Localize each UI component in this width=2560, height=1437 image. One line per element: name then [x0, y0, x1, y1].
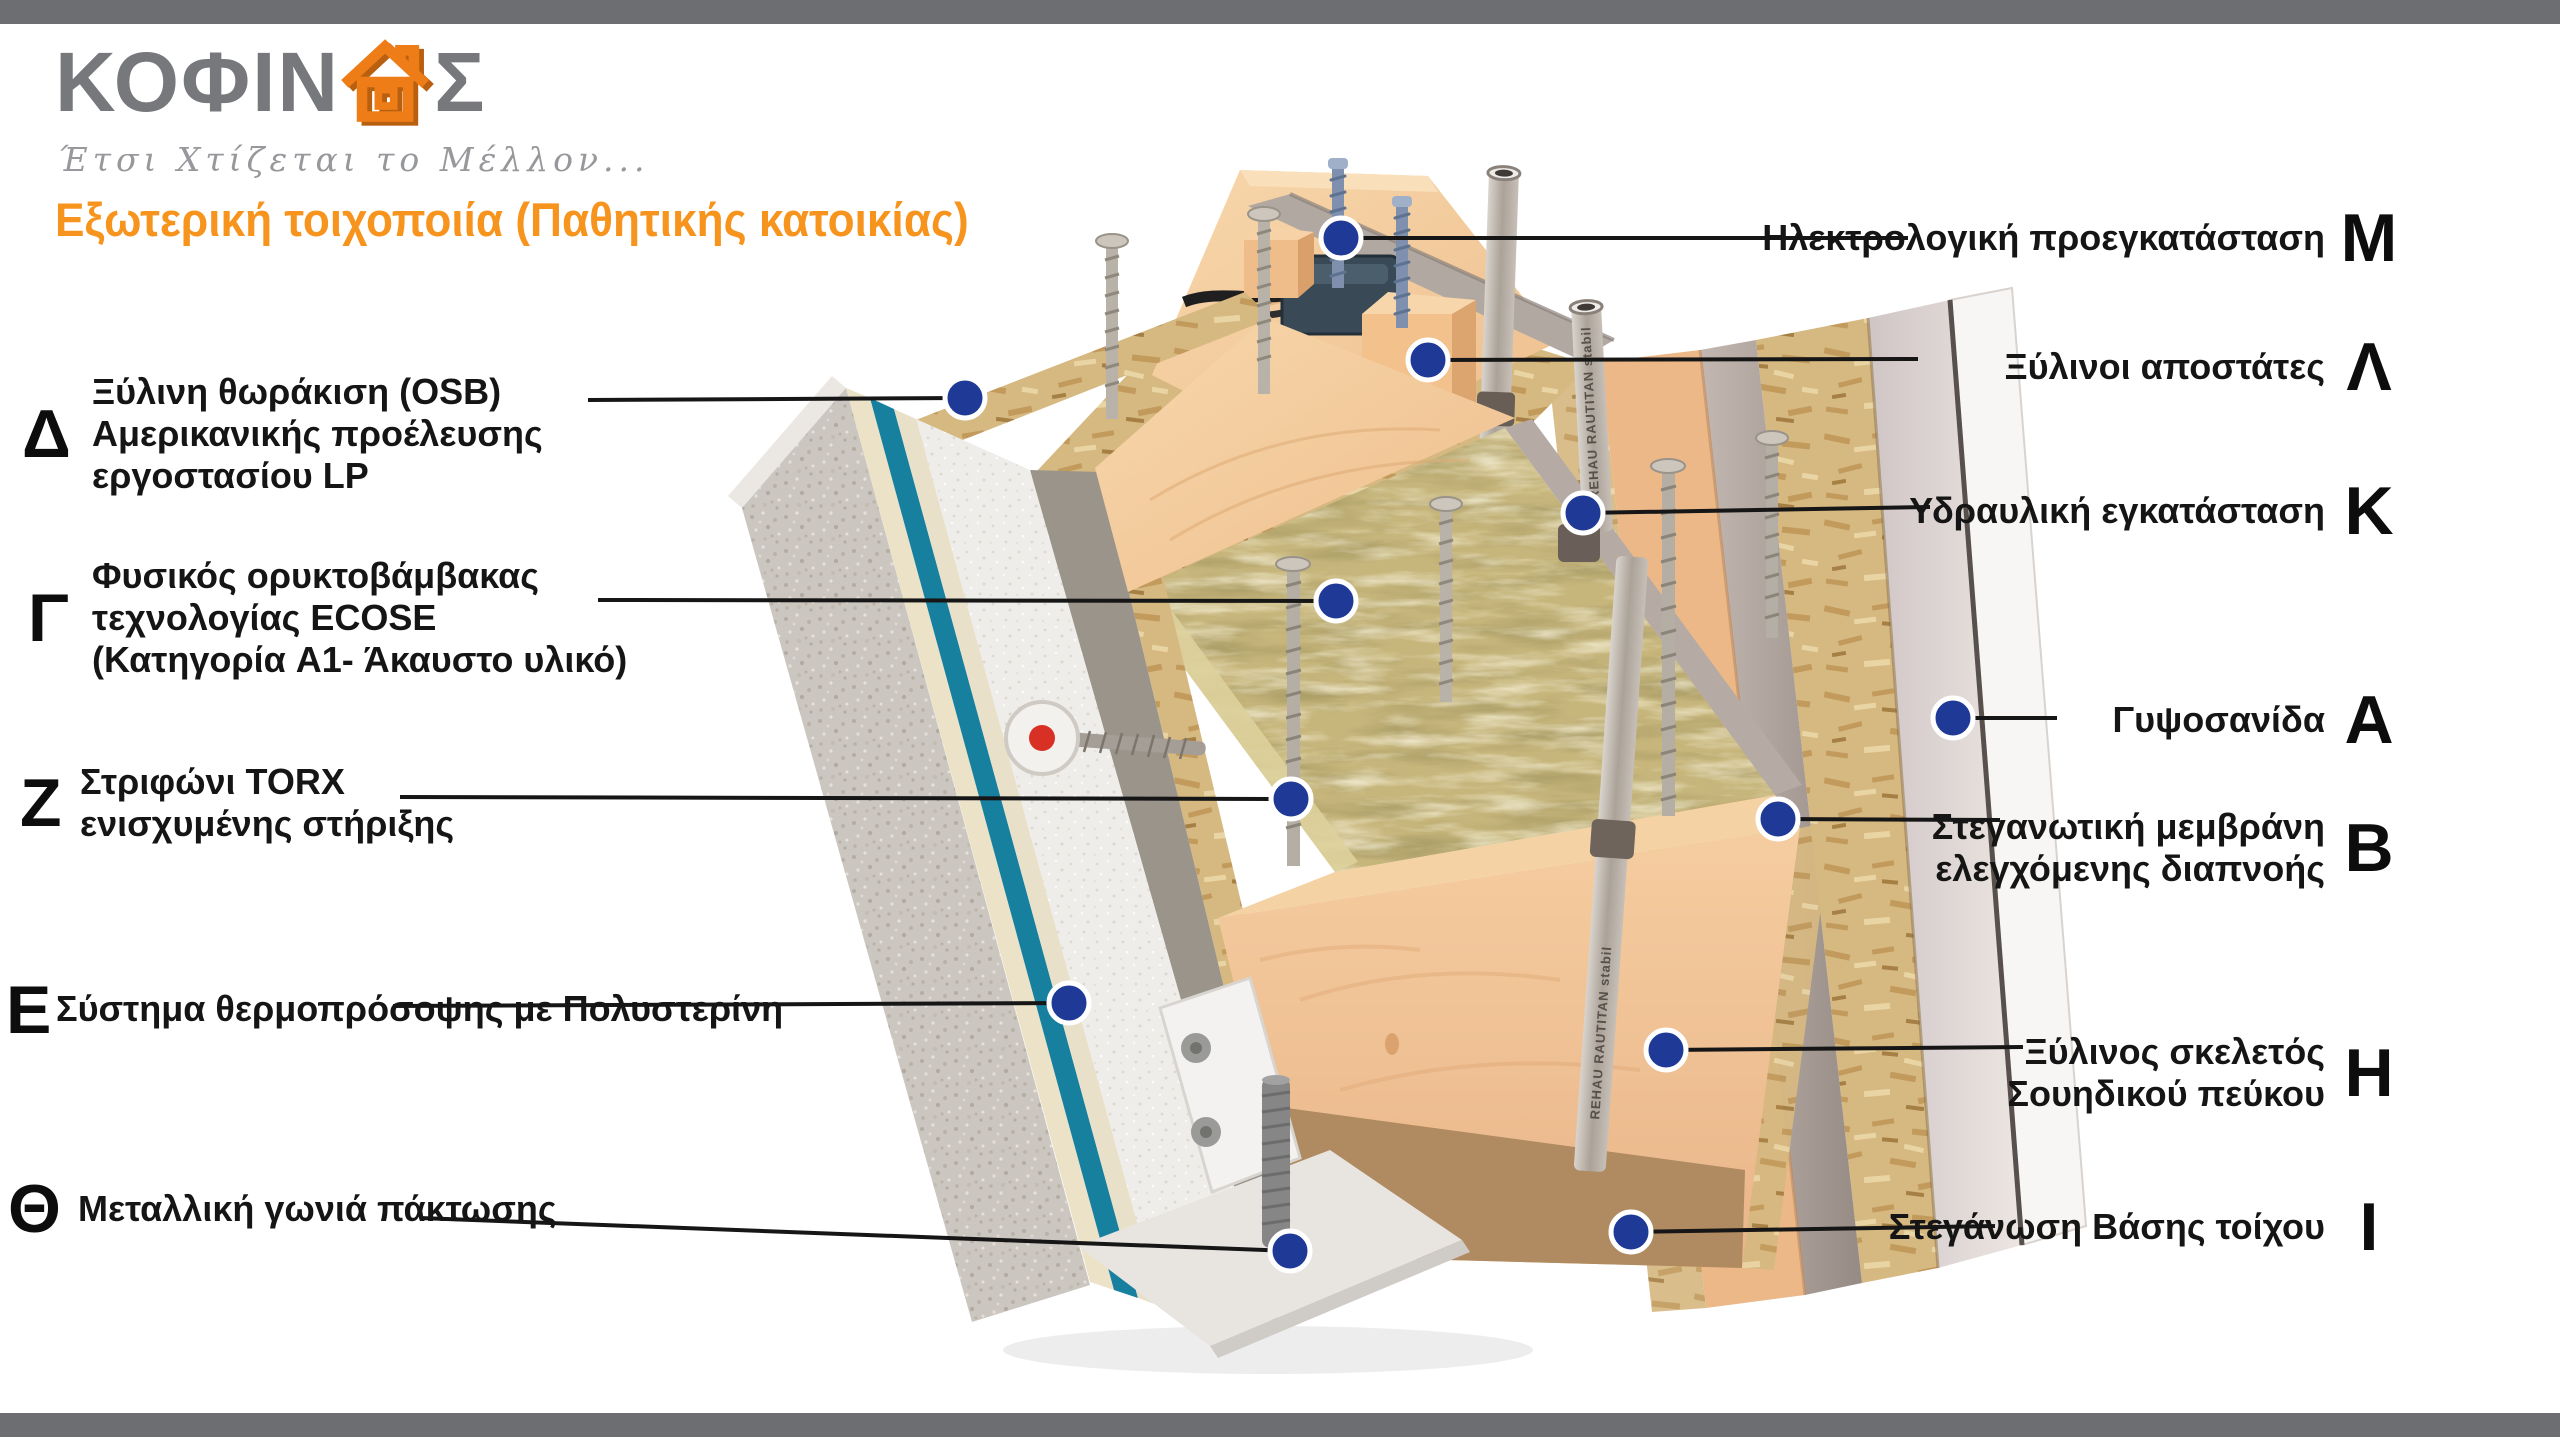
logo-tagline: Έτσι Χτίζεται το Μέλλον... [58, 140, 650, 179]
kofinas-logo: ΚΟΦΙΝ Σ [55, 34, 487, 129]
label-letter-beta: B [2344, 810, 2394, 886]
label-gypsum: Γυψοσανίδα [2112, 699, 2325, 740]
pine-plank-top [1095, 318, 1515, 592]
eps-anchor-disc [1004, 700, 1206, 776]
top-bar [0, 0, 2560, 24]
cream-layer-inner [894, 409, 1160, 1306]
label-letter-kappa: K [2344, 473, 2394, 549]
torx-screws [1095, 206, 1789, 866]
marker-dot [1313, 578, 1359, 624]
marker-dot [1318, 215, 1364, 261]
osb-side-sliver [1742, 822, 1832, 1270]
label-letter-alpha: A [2344, 682, 2394, 758]
marker-dots [942, 215, 1976, 1274]
marker-dot [1046, 980, 1092, 1026]
logo-text-right: Σ [434, 35, 487, 129]
osb-back-strip [1756, 318, 1938, 1283]
leader-lines [392, 236, 2057, 1253]
anchor-rod [1261, 1075, 1291, 1248]
screw [1429, 496, 1463, 702]
page-title: Εξωτερική τοιχοποιία (Παθητικής κατοικία… [55, 193, 969, 246]
label-thermo-facade: Σύστημα θερμοπρόσοψης με Πολυστερίνη [56, 988, 784, 1029]
label-letter-eta: H [2344, 1035, 2394, 1111]
label-letter-gamma: Γ [28, 580, 69, 656]
plumbing-pipe-front: REHAU RAUTITAN stabil REHAU RAUTITAN sta… [1558, 299, 1649, 1172]
marker-dot [1608, 1209, 1654, 1255]
stucco-face [742, 388, 1090, 1322]
stud-plank-top-edge [1218, 795, 1800, 918]
marker-dot [1643, 1027, 1689, 1073]
screw [1095, 233, 1129, 419]
label-letter-mu: M [2340, 200, 2398, 276]
screw [1650, 458, 1686, 816]
label-letter-iota: I [2359, 1189, 2379, 1265]
house-icon [341, 39, 434, 126]
label-plumbing: Υδραυλική εγκατάσταση [1909, 490, 2325, 531]
stucco-top-face [728, 376, 846, 508]
marker-dot [1930, 695, 1976, 741]
label-electrical: Ηλεκτρολογική προεγκατάσταση [1762, 217, 2325, 258]
marker-dot [1268, 776, 1314, 822]
gypsum-board [1868, 300, 2022, 1268]
bottom-bar [0, 1413, 2560, 1437]
label-metal-angle: Μεταλλική γωνιά πάκτωσης [78, 1188, 557, 1229]
thermo-facade-slab [728, 376, 1275, 1330]
logo-text-left: ΚΟΦΙΝ [55, 35, 341, 129]
teal-layer [870, 398, 1138, 1298]
label-base-waterproofing: Στεγάνωση Βάσης τοίχου [1888, 1206, 2325, 1247]
screw [1247, 206, 1281, 394]
label-letter-epsilon: E [6, 972, 52, 1048]
label-letter-theta: Θ [8, 1171, 61, 1247]
marker-dot [942, 375, 988, 421]
marker-dot [1405, 337, 1451, 383]
label-letter-delta: Δ [22, 396, 71, 472]
marker-dot [1755, 796, 1801, 842]
label-letter-zeta: Z [20, 765, 62, 841]
screw [1755, 430, 1789, 638]
marker-dot [1267, 1228, 1313, 1274]
marker-dot [1560, 490, 1606, 536]
label-osb-sheathing: Ξύλινη θωράκιση (OSB)Αμερικανικής προέλε… [92, 371, 543, 496]
label-letter-lambda: Λ [2346, 329, 2392, 405]
cream-layer-outer [846, 388, 1114, 1290]
label-wood-spacers: Ξύλινοι αποστάτες [2004, 346, 2325, 387]
